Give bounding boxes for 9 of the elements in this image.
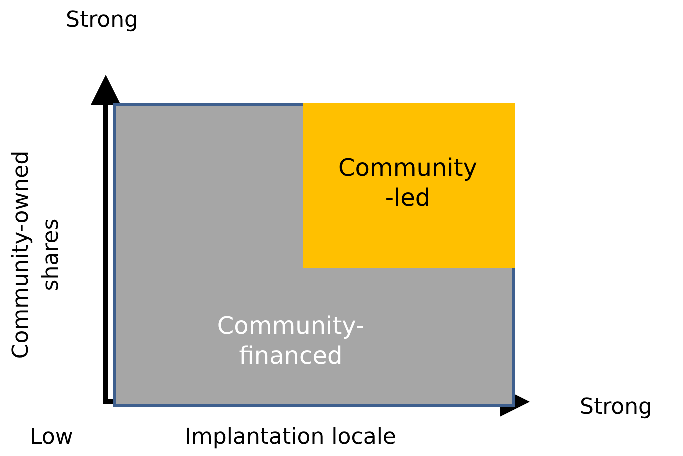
axis-end-label: Strong [66,8,139,33]
quadrant-box [303,103,515,268]
axis-title: Implantation locale [185,425,396,450]
quadrant-label: Community-financed [216,311,366,371]
quadrant-area [113,103,515,407]
axis-title: Community-owned shares [8,150,65,362]
axis-end-label: Low [30,425,74,450]
quadrant-label: Community -led [338,153,478,213]
axis-end-label: Strong [580,395,653,420]
